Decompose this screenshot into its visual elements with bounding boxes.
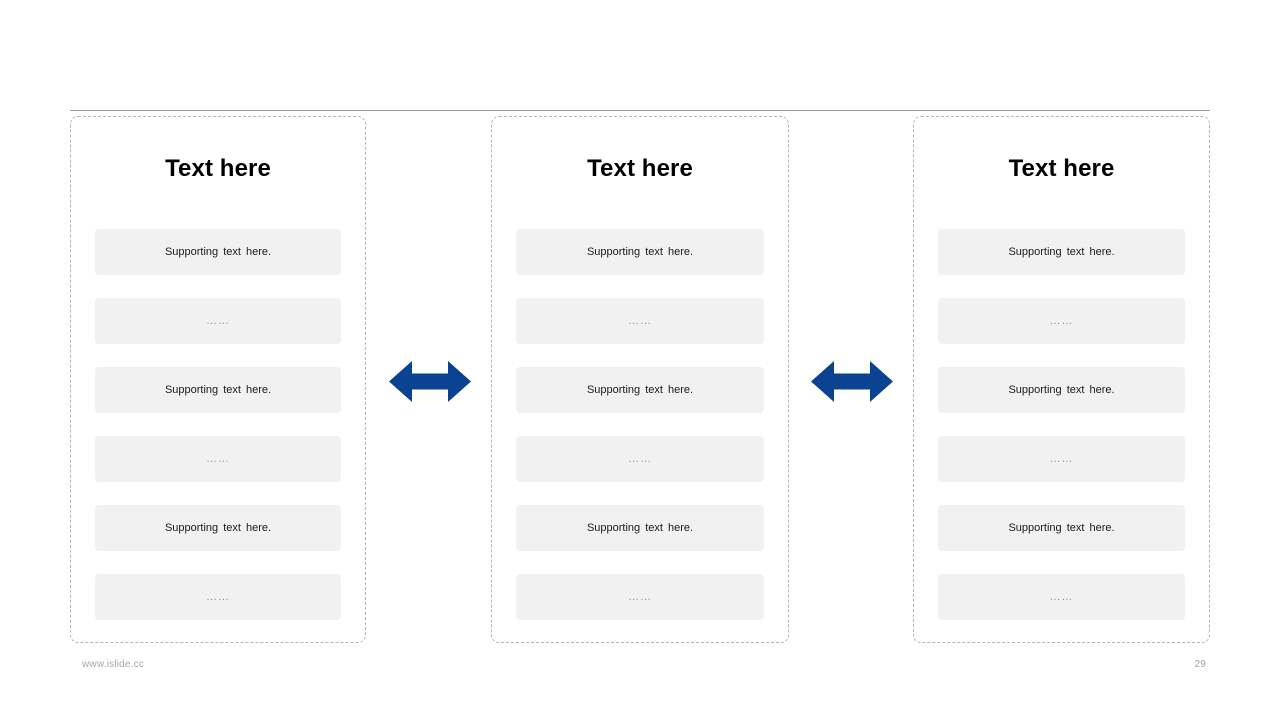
row-label: …… [1049, 453, 1074, 465]
footer-site-label: www.islide.cc [82, 659, 145, 670]
row-list-3: Supporting text here. …… Supporting text… [938, 229, 1185, 620]
row-label: Supporting text here. [1008, 246, 1115, 258]
row-label: Supporting text here. [586, 246, 694, 258]
column-panel-2[interactable]: Text here Supporting text here. …… Suppo… [491, 116, 789, 643]
columns-container: Text here Supporting text here. …… Suppo… [0, 116, 1280, 644]
row-label: …… [206, 453, 230, 465]
row-label: …… [628, 315, 652, 327]
column-panel-3[interactable]: Text here Supporting text here. …… Suppo… [913, 116, 1210, 643]
row-item[interactable]: …… [516, 298, 764, 344]
row-label: Supporting text here. [1008, 522, 1115, 534]
row-item[interactable]: …… [95, 436, 341, 482]
row-item[interactable]: …… [516, 436, 764, 482]
row-item[interactable]: Supporting text here. [95, 505, 341, 551]
row-label: …… [1049, 315, 1074, 327]
row-label: Supporting text here. [586, 522, 694, 534]
row-label: Supporting text here. [1008, 384, 1115, 396]
row-item[interactable]: Supporting text here. [95, 229, 341, 275]
row-item[interactable]: …… [95, 574, 341, 620]
column-title-2: Text here [587, 155, 693, 182]
column-title-1: Text here [165, 155, 271, 182]
row-label: …… [628, 591, 652, 603]
row-label: Supporting text here. [164, 522, 272, 534]
row-label: Supporting text here. [586, 384, 694, 396]
row-item[interactable]: Supporting text here. [516, 505, 764, 551]
row-label: …… [628, 453, 652, 465]
column-title-3: Text here [1008, 155, 1115, 182]
row-item[interactable]: …… [938, 436, 1185, 482]
row-label: …… [206, 591, 230, 603]
row-item[interactable]: Supporting text here. [95, 367, 341, 413]
row-label: …… [206, 315, 230, 327]
row-item[interactable]: …… [95, 298, 341, 344]
row-item[interactable]: Supporting text here. [516, 367, 764, 413]
row-list-2: Supporting text here. …… Supporting text… [516, 229, 764, 620]
row-item[interactable]: …… [938, 574, 1185, 620]
footer-page-number: 29 [1194, 659, 1206, 670]
header-divider [70, 110, 1210, 111]
double-arrow-horizontal-icon [811, 359, 893, 404]
row-item[interactable]: Supporting text here. [938, 367, 1185, 413]
row-item[interactable]: Supporting text here. [516, 229, 764, 275]
row-list-1: Supporting text here. …… Supporting text… [95, 229, 341, 620]
row-label: …… [1049, 591, 1074, 603]
row-label: Supporting text here. [164, 384, 272, 396]
row-item[interactable]: …… [516, 574, 764, 620]
column-panel-1[interactable]: Text here Supporting text here. …… Suppo… [70, 116, 366, 643]
row-item[interactable]: Supporting text here. [938, 229, 1185, 275]
row-label: Supporting text here. [164, 246, 272, 258]
row-item[interactable]: Supporting text here. [938, 505, 1185, 551]
row-item[interactable]: …… [938, 298, 1185, 344]
double-arrow-horizontal-icon [389, 359, 471, 404]
